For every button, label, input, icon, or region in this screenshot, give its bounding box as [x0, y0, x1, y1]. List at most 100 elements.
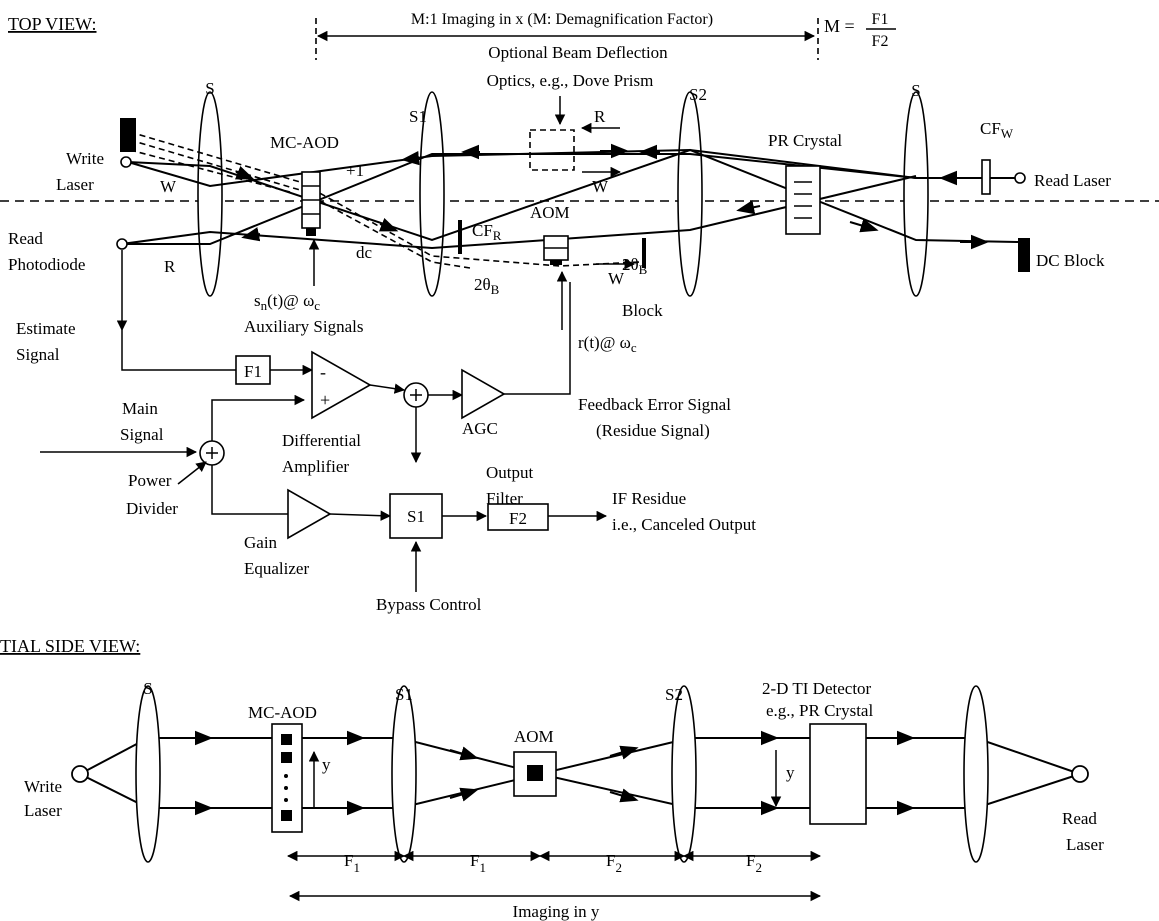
svg-text:CFW: CFW [980, 119, 1014, 141]
svg-text:W: W [592, 177, 609, 196]
svg-text:Estimate: Estimate [16, 319, 75, 338]
side-lens-right [963, 685, 989, 863]
svg-text:S2: S2 [665, 685, 683, 704]
svg-text:Write: Write [66, 149, 104, 168]
svg-text:Signal: Signal [16, 345, 60, 364]
svg-text:2θB: 2θB [474, 275, 500, 297]
svg-text:Power: Power [128, 471, 172, 490]
demag-formula: M = F1 F2 [824, 11, 896, 50]
svg-text:Read: Read [1062, 809, 1097, 828]
svg-text:Bypass Control: Bypass Control [376, 595, 482, 614]
svg-text:W: W [160, 177, 177, 196]
side-view: TIAL SIDE VIEW: Write Laser S [0, 636, 1104, 921]
svg-text:Read Laser: Read Laser [1034, 171, 1111, 190]
svg-text:AGC: AGC [462, 419, 498, 438]
lens-s-left [197, 91, 223, 297]
svg-text:S: S [911, 81, 920, 100]
side-lens-s2 [671, 685, 697, 863]
svg-text:S: S [143, 679, 152, 698]
svg-text:Photodiode: Photodiode [8, 255, 85, 274]
svg-text:F2: F2 [872, 33, 889, 50]
svg-text:S2: S2 [689, 85, 707, 104]
svg-text:MC-AOD: MC-AOD [248, 703, 317, 722]
side-detector [809, 723, 867, 825]
svg-text:Differential: Differential [282, 431, 361, 450]
svg-text:CFR: CFR [472, 221, 502, 243]
dove-prism [529, 129, 575, 171]
read-laser-source [1014, 172, 1026, 184]
imaging-y-label: Imaging in y [513, 902, 600, 921]
write-laser-source [120, 156, 132, 168]
top-view-heading: TOP VIEW: [8, 14, 97, 34]
svg-text:-: - [320, 362, 326, 382]
agc-amplifier [461, 368, 506, 420]
side-lens-s [135, 685, 161, 863]
f1-filter-box [235, 355, 271, 385]
svg-text:e.g., PR Crystal: e.g., PR Crystal [766, 701, 873, 720]
gain-equalizer [287, 488, 332, 540]
svg-text:Main: Main [122, 399, 158, 418]
dc-block [1018, 238, 1030, 272]
electronics: Estimate Signal F1 - + Differential Ampl… [16, 250, 756, 614]
deflection-label-1: Optional Beam Deflection [488, 43, 668, 62]
svg-text:+1: +1 [346, 161, 364, 180]
svg-text:i.e., Canceled Output: i.e., Canceled Output [612, 515, 756, 534]
beam-paths [121, 131, 1019, 269]
side-lens-s1 [391, 685, 417, 863]
s1-switch-box [389, 493, 443, 539]
pr-crystal [785, 165, 821, 235]
svg-text:S1: S1 [409, 107, 427, 126]
svg-text:Auxiliary Signals: Auxiliary Signals [244, 317, 363, 336]
svg-text:Output: Output [486, 463, 534, 482]
svg-text:F1: F1 [244, 362, 262, 381]
write-laser-block [120, 118, 136, 152]
side-view-heading: TIAL SIDE VIEW: [0, 636, 140, 656]
svg-text:W: W [608, 269, 625, 288]
deflection-label-2: Optics, e.g., Dove Prism [487, 71, 654, 90]
svg-text:S1: S1 [407, 507, 425, 526]
svg-text:Amplifier: Amplifier [282, 457, 349, 476]
svg-text:+: + [320, 390, 330, 410]
svg-text:F1: F1 [872, 11, 889, 28]
svg-text:Equalizer: Equalizer [244, 559, 309, 578]
svg-text:Signal: Signal [120, 425, 164, 444]
svg-text:Laser: Laser [56, 175, 94, 194]
svg-text:AOM: AOM [514, 727, 554, 746]
differential-amplifier [311, 350, 372, 420]
focal-spans: F1 F1 F2 F2 [286, 850, 822, 875]
side-write-laser [71, 765, 89, 783]
svg-text:2-D TI Detector: 2-D TI Detector [762, 679, 872, 698]
cf-r-filter [458, 220, 462, 254]
top-view: TOP VIEW: M:1 Imaging in x (M: Demagnifi… [0, 11, 1159, 614]
svg-text:Divider: Divider [126, 499, 178, 518]
read-photodiode [116, 238, 128, 250]
svg-text:R: R [594, 107, 606, 126]
svg-text:dc: dc [356, 243, 373, 262]
svg-text:r(t)@ ωc: r(t)@ ωc [578, 333, 637, 355]
svg-text:Read: Read [8, 229, 43, 248]
svg-text:y: y [786, 763, 795, 782]
svg-text:Feedback Error Signal: Feedback Error Signal [578, 395, 731, 414]
svg-text:F1: F1 [470, 851, 486, 875]
svg-text:S: S [205, 79, 214, 98]
svg-text:Block: Block [622, 301, 663, 320]
svg-text:F2: F2 [746, 851, 762, 875]
svg-text:y: y [322, 755, 331, 774]
svg-text:Laser: Laser [24, 801, 62, 820]
svg-text:PR Crystal: PR Crystal [768, 131, 842, 150]
lens-s-right [903, 91, 929, 297]
lens-s1 [419, 91, 445, 297]
svg-text:F2: F2 [509, 509, 527, 528]
svg-text:F2: F2 [606, 851, 622, 875]
svg-text:F1: F1 [344, 851, 360, 875]
svg-text:AOM: AOM [530, 203, 570, 222]
imaging-x-span: M:1 Imaging in x (M: Demagnification Fac… [315, 11, 819, 60]
svg-text:Gain: Gain [244, 533, 278, 552]
side-beams [79, 730, 1081, 816]
svg-text:M =: M = [824, 16, 855, 36]
svg-text:R: R [164, 257, 176, 276]
block-stop [642, 238, 646, 268]
svg-text:S1: S1 [395, 685, 413, 704]
f2-filter-box [487, 503, 549, 531]
